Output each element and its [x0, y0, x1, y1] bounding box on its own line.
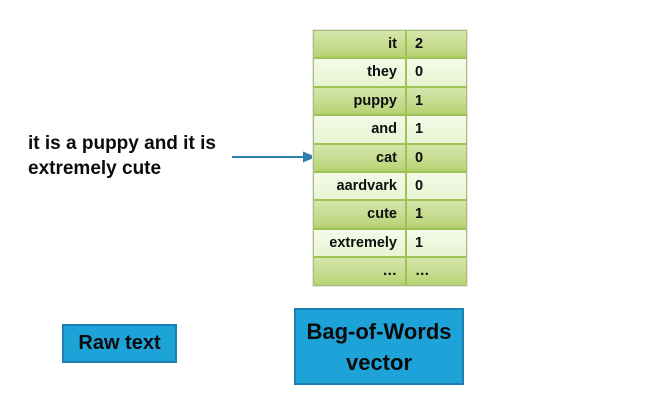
- table-row: and 1: [314, 114, 466, 143]
- raw-text-line-1: it is a puppy and it is: [28, 133, 216, 154]
- count-cell: 1: [405, 87, 466, 115]
- word-cell: cute: [367, 206, 397, 223]
- table-row: cat 0: [314, 142, 466, 171]
- word-cell: cat: [376, 149, 397, 166]
- table-row: they 0: [314, 57, 466, 86]
- count-cell: 1: [405, 201, 466, 228]
- count-cell: 0: [405, 172, 466, 200]
- table-row: puppy 1: [314, 85, 466, 115]
- table-row: aardvark 0: [314, 170, 466, 200]
- raw-text-line-2: extremely cute: [28, 158, 162, 179]
- word-cell: and: [371, 121, 397, 138]
- count-cell: 2: [405, 31, 466, 58]
- count-cell: 0: [405, 144, 466, 171]
- count-cell: 1: [405, 229, 466, 257]
- table-row: cute 1: [314, 199, 466, 228]
- right-arrow-icon: [231, 149, 317, 165]
- word-cell: aardvark: [336, 177, 397, 194]
- word-cell: they: [367, 64, 397, 81]
- bow-vector-label-text: Bag-of-Words vector: [306, 318, 452, 375]
- bow-vector-label: Bag-of-Words vector: [294, 308, 464, 385]
- table-row: it 2: [314, 31, 466, 58]
- word-cell: extremely: [329, 234, 397, 251]
- bow-vector-table: it 2 they 0 puppy 1 and 1 cat 0 aardvark…: [313, 30, 467, 286]
- raw-text-label: Raw text: [62, 324, 177, 363]
- count-cell: …: [405, 258, 466, 285]
- count-cell: 0: [405, 59, 466, 86]
- word-cell: it: [388, 36, 397, 52]
- count-cell: 1: [405, 116, 466, 143]
- table-row: … …: [314, 256, 466, 285]
- raw-text-sentence: it is a puppy and it is extremely cute: [28, 131, 216, 181]
- word-cell: puppy: [353, 92, 398, 109]
- raw-text-label-text: Raw text: [78, 332, 161, 354]
- word-cell: …: [382, 263, 398, 280]
- table-row: extremely 1: [314, 227, 466, 257]
